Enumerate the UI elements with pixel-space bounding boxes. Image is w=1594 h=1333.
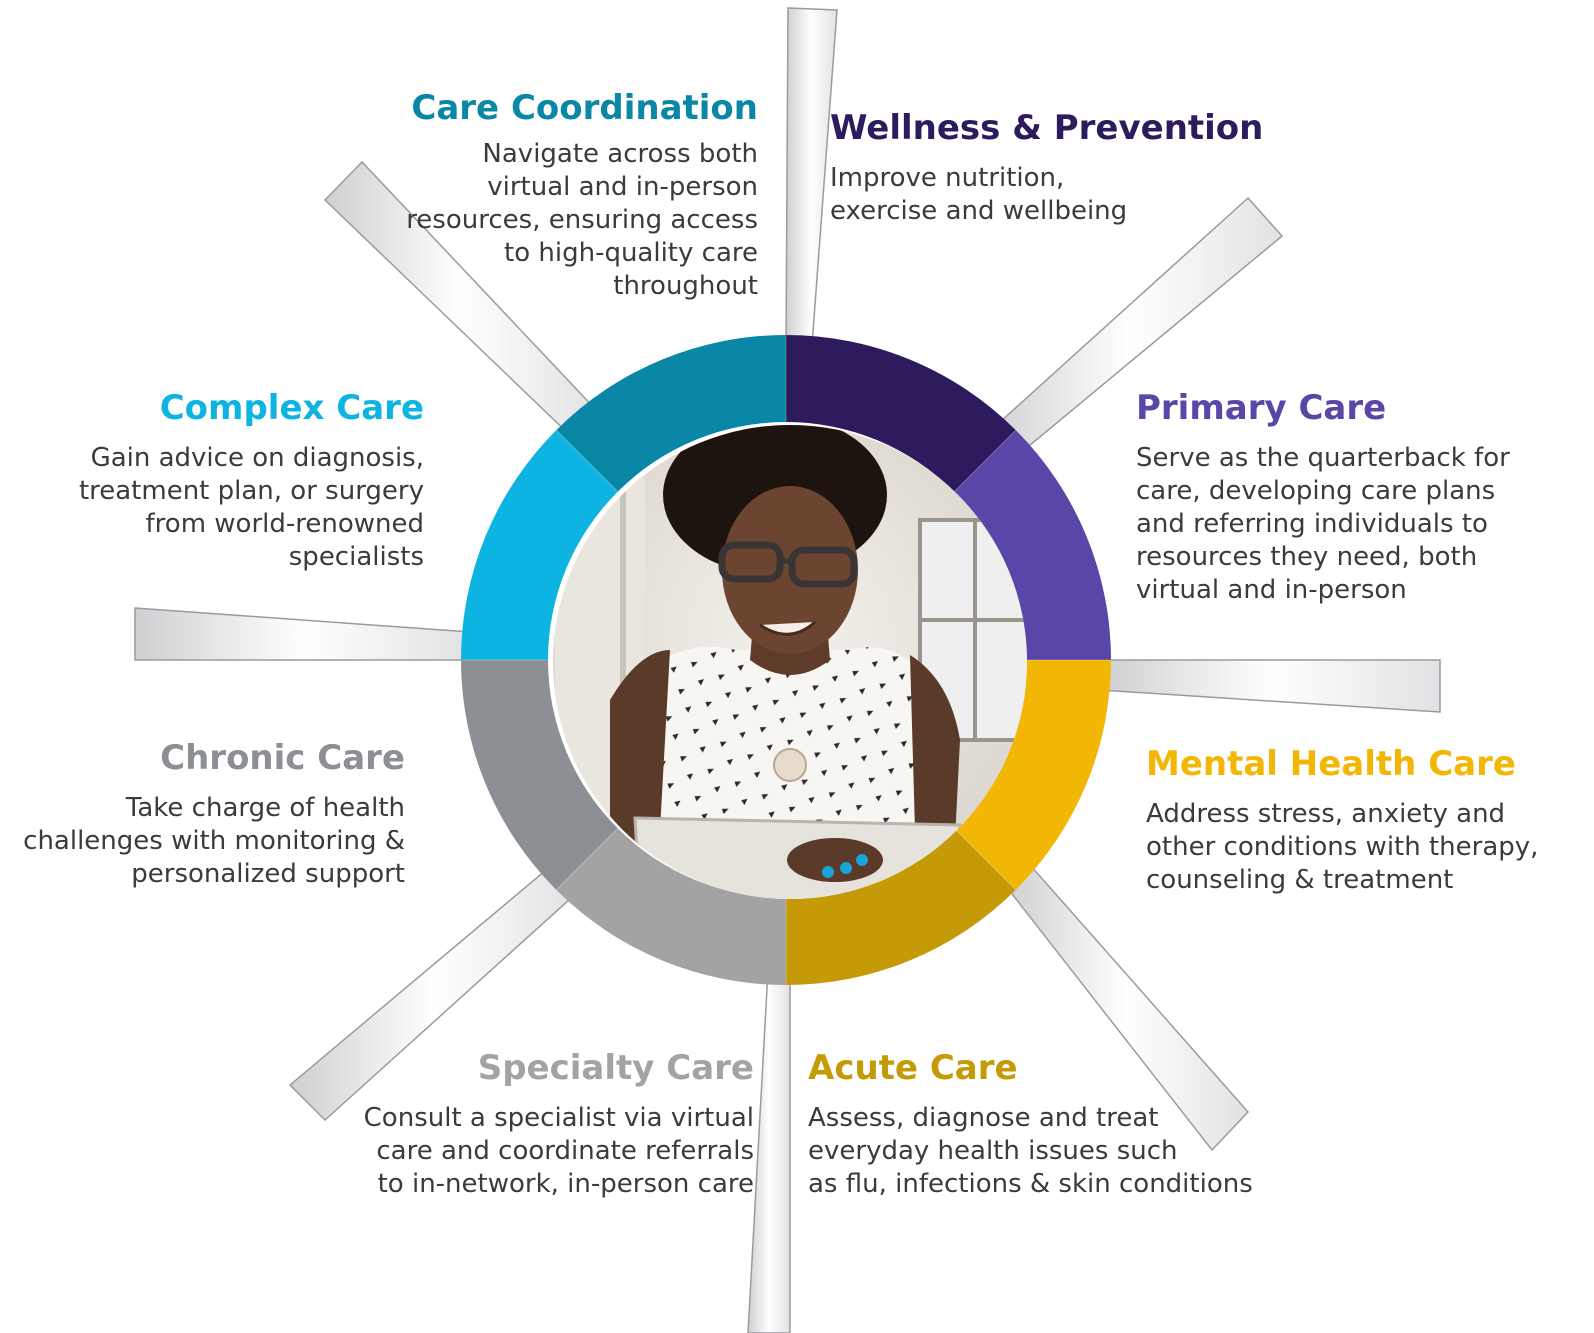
specialty-care-block: Specialty Care Consult a specialist via … bbox=[364, 1048, 754, 1201]
chronic-care-description: Take charge of health challenges with mo… bbox=[23, 793, 405, 889]
complex-care-block: Complex Care Gain advice on diagnosis, t… bbox=[79, 388, 424, 574]
care-coordination-description: Navigate across both virtual and in-pers… bbox=[406, 139, 758, 301]
ray-east bbox=[1099, 659, 1441, 713]
chronic-care-title: Chronic Care bbox=[160, 738, 405, 778]
ring-separator bbox=[953, 429, 1017, 493]
rays bbox=[134, 7, 1441, 1333]
ray-west bbox=[134, 607, 471, 661]
ring-segment-acute-care bbox=[786, 828, 1016, 985]
acute-care-block: Acute Care Assess, diagnose and treat ev… bbox=[808, 1048, 1253, 1201]
complex-care-title: Complex Care bbox=[159, 388, 424, 428]
acute-care-description: Assess, diagnose and treat everyday heal… bbox=[808, 1103, 1253, 1199]
mental-health-care-block: Mental Health Care Address stress, anxie… bbox=[1146, 744, 1538, 897]
acute-care-title: Acute Care bbox=[808, 1048, 1018, 1088]
wellness-prevention-description: Improve nutrition, exercise and wellbein… bbox=[830, 163, 1128, 226]
ring-separator bbox=[953, 827, 1017, 891]
wellness-prevention-title: Wellness & Prevention bbox=[830, 108, 1264, 148]
ray-south bbox=[747, 969, 791, 1333]
care-coordination-block: Care Coordination Navigate across both v… bbox=[406, 88, 758, 303]
ring-segment-complex-care bbox=[461, 430, 618, 660]
primary-care-title: Primary Care bbox=[1136, 388, 1387, 428]
ring-segment-wellness-prevention bbox=[786, 335, 1016, 492]
ring-segment-primary-care bbox=[954, 430, 1111, 660]
complex-care-description: Gain advice on diagnosis, treatment plan… bbox=[78, 443, 424, 572]
ring-segment-care-coordination bbox=[556, 335, 786, 492]
mental-health-care-description: Address stress, anxiety and other condit… bbox=[1146, 799, 1539, 895]
care-ring bbox=[461, 335, 1111, 986]
primary-care-description: Serve as the quarterback for care, devel… bbox=[1136, 443, 1510, 605]
ring-segment-mental-health-care bbox=[954, 660, 1111, 890]
ring-separator bbox=[555, 827, 619, 891]
specialty-care-description: Consult a specialist via virtual care an… bbox=[363, 1103, 754, 1199]
care-coordination-title: Care Coordination bbox=[411, 88, 758, 128]
mental-health-care-title: Mental Health Care bbox=[1146, 744, 1516, 784]
specialty-care-title: Specialty Care bbox=[477, 1048, 754, 1088]
wellness-prevention-block: Wellness & Prevention Improve nutrition,… bbox=[830, 108, 1263, 228]
ring-segment-specialty-care bbox=[556, 828, 786, 986]
chronic-care-block: Chronic Care Take charge of health chall… bbox=[23, 738, 405, 891]
primary-care-block: Primary Care Serve as the quarterback fo… bbox=[1136, 388, 1510, 607]
ring-separator bbox=[555, 429, 619, 493]
ring-segment-chronic-care bbox=[461, 660, 618, 890]
